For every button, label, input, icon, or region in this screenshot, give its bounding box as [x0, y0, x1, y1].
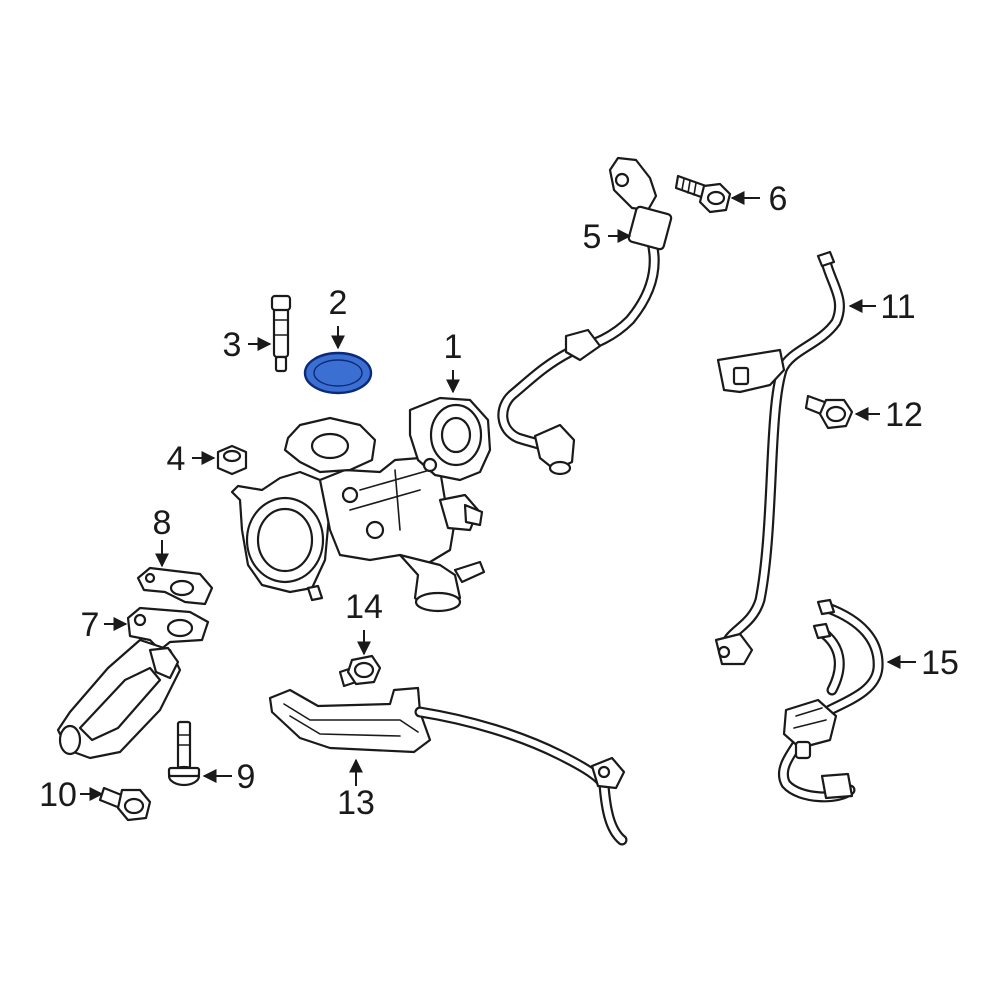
callout-10: 10	[39, 776, 77, 814]
part-1-turbocharger[interactable]	[230, 396, 492, 613]
part-13-heat-shield[interactable]	[268, 686, 628, 846]
leader-lines	[80, 191, 916, 801]
part-5-oil-feed-tube[interactable]	[497, 156, 673, 476]
callout-14: 14	[345, 588, 383, 626]
callout-3: 3	[223, 326, 242, 364]
part-11-return-tube[interactable]	[714, 250, 845, 666]
callout-5: 5	[583, 218, 602, 256]
callout-15: 15	[921, 644, 959, 682]
part-4-nut[interactable]	[216, 444, 248, 476]
callout-labels: 1 2 3 4 5 6 7 8 9 10 11 12 13 14 15	[39, 180, 959, 822]
callout-13: 13	[337, 784, 375, 822]
callout-4: 4	[167, 440, 186, 478]
part-10-bolt[interactable]	[98, 786, 152, 822]
part-7-cooler[interactable]	[56, 606, 210, 760]
callout-2: 2	[329, 284, 348, 322]
callout-12: 12	[885, 396, 923, 434]
part-14-bolt[interactable]	[338, 654, 382, 688]
part-6-bolt[interactable]	[674, 174, 732, 214]
part-2-gasket[interactable]	[303, 351, 373, 395]
callout-7: 7	[81, 606, 100, 644]
part-9-bolt[interactable]	[167, 720, 201, 787]
part-12-bolt[interactable]	[804, 394, 854, 430]
callout-9: 9	[237, 758, 256, 796]
callout-1: 1	[444, 328, 463, 366]
callout-11: 11	[880, 288, 915, 326]
part-8-gasket[interactable]	[136, 566, 214, 606]
part-3-stud[interactable]	[270, 294, 292, 373]
part-15-coolant-tube[interactable]	[777, 598, 884, 803]
callout-8: 8	[153, 504, 172, 542]
callout-6: 6	[769, 180, 788, 218]
